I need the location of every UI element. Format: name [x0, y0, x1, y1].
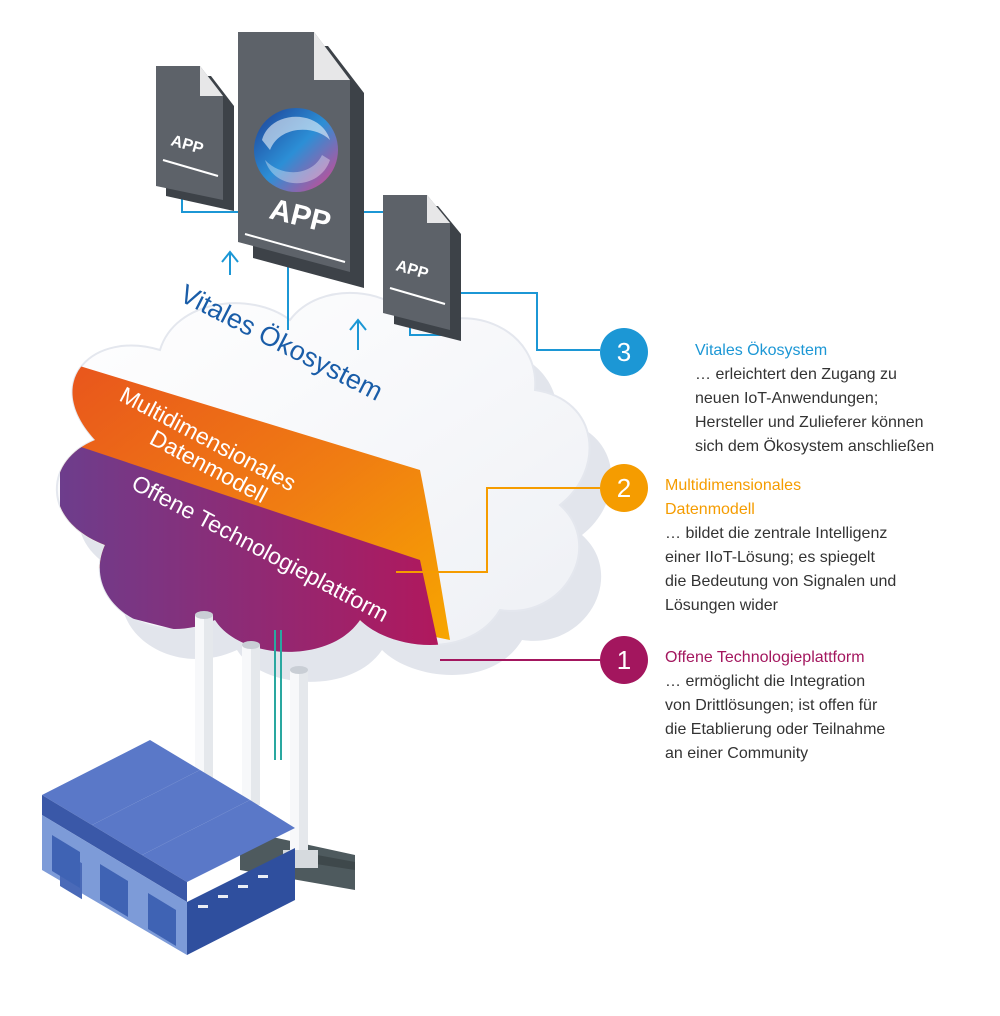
app-connectors	[181, 195, 600, 351]
factory-icon	[42, 611, 355, 955]
app-doc-left: APP	[156, 66, 234, 211]
callout-2-line-1: … bildet die zentrale Intelligenz	[665, 525, 888, 542]
connector-3	[455, 292, 600, 351]
callout-1-title: Offene Technologieplattform	[665, 649, 865, 666]
callout-1-number: 1	[600, 636, 648, 684]
callout-3-text: Vitales Ökosystem … erleichtert den Zuga…	[695, 339, 995, 459]
callout-3-line-1: … erleichtert den Zugang zu	[695, 366, 897, 383]
callout-3-line-2: neuen IoT-Anwendungen;	[695, 390, 879, 407]
connector-2	[396, 487, 600, 573]
callout-1-line-2: von Drittlösungen; ist offen für	[665, 697, 878, 714]
callout-1-text: Offene Technologieplattform … ermöglicht…	[665, 646, 985, 766]
callout-2-title-1: Multidimensionales	[665, 477, 802, 494]
callout-3-number: 3	[600, 328, 648, 376]
factory-data-lines	[274, 630, 282, 760]
callout-2-line-3: die Bedeutung von Signalen und	[665, 573, 897, 590]
app-doc-main: APP	[238, 32, 364, 288]
cloud	[55, 291, 612, 682]
callout-2-line-2: einer IIoT-Lösung; es spiegelt	[665, 549, 875, 566]
callout-2-line-4: Lösungen wider	[665, 597, 778, 614]
callout-1-line-3: die Etablierung oder Teilnahme	[665, 721, 886, 738]
callout-1-line-1: … ermöglicht die Integration	[665, 673, 866, 690]
callout-3-title: Vitales Ökosystem	[695, 342, 828, 359]
callout-2-text: Multidimensionales Datenmodell … bildet …	[665, 474, 985, 618]
app-doc-right: APP	[383, 195, 461, 341]
callout-2-title-2: Datenmodell	[665, 501, 755, 518]
callout-3-line-3: Hersteller und Zulieferer können	[695, 414, 924, 431]
callout-3-line-4: sich dem Ökosystem anschließen	[695, 438, 935, 455]
callout-2-number: 2	[600, 464, 648, 512]
callout-1-line-4: an einer Community	[665, 745, 809, 762]
swirl-logo-icon	[254, 108, 338, 192]
